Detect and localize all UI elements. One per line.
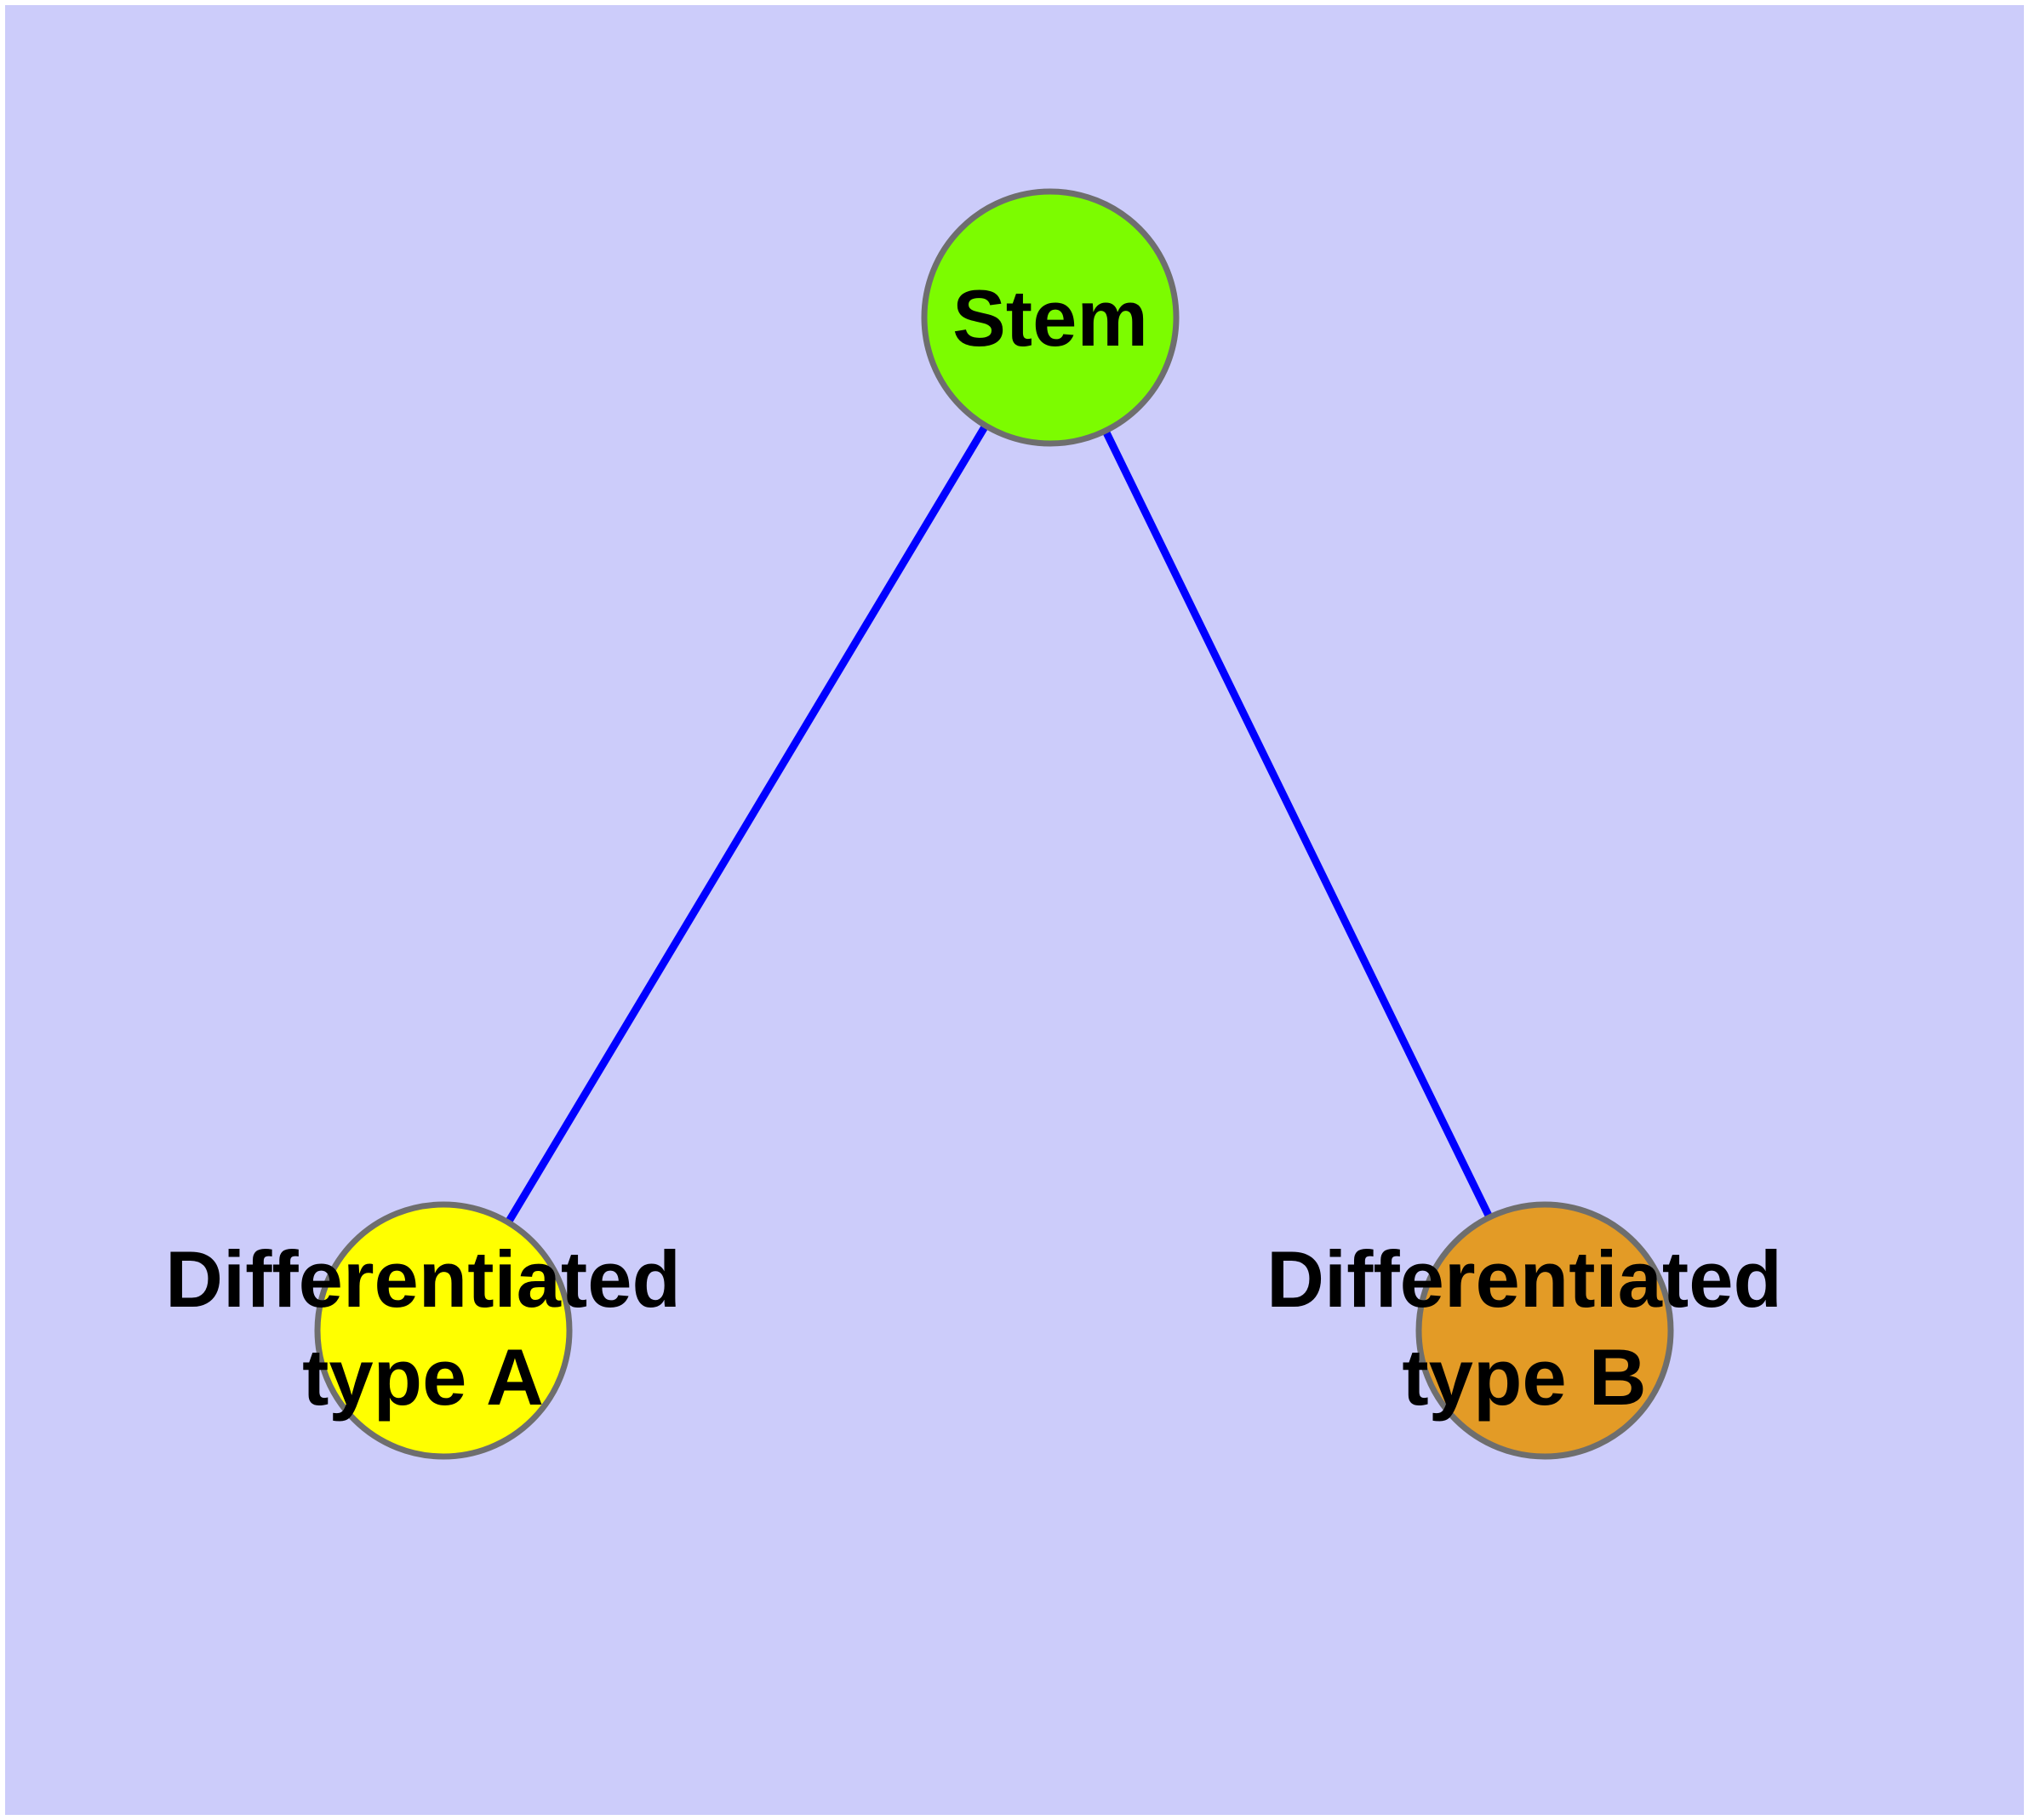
node-differentiated-type-b[interactable]	[1415, 1201, 1674, 1460]
nodes-layer	[314, 188, 1674, 1460]
node-label-differentiated-type-b-line2: type B	[1402, 1332, 1646, 1422]
edges-layer	[440, 315, 1549, 1333]
node-label-differentiated-type-b-line1: Differentiated	[1266, 1234, 1782, 1324]
node-label-differentiated-type-a-line1: Differentiated	[165, 1234, 681, 1324]
node-differentiated-type-a[interactable]	[314, 1201, 573, 1460]
edge-stem-to-differentiated-type-b[interactable]	[1046, 316, 1549, 1332]
edge-stem-to-differentiated-type-a[interactable]	[440, 315, 1054, 1333]
node-labels-layer: Stem Differentiated type A Differentiate…	[165, 273, 1782, 1422]
node-label-stem: Stem	[952, 273, 1148, 363]
node-stem[interactable]	[921, 188, 1180, 447]
node-label-differentiated-type-a-line2: type A	[302, 1332, 544, 1422]
